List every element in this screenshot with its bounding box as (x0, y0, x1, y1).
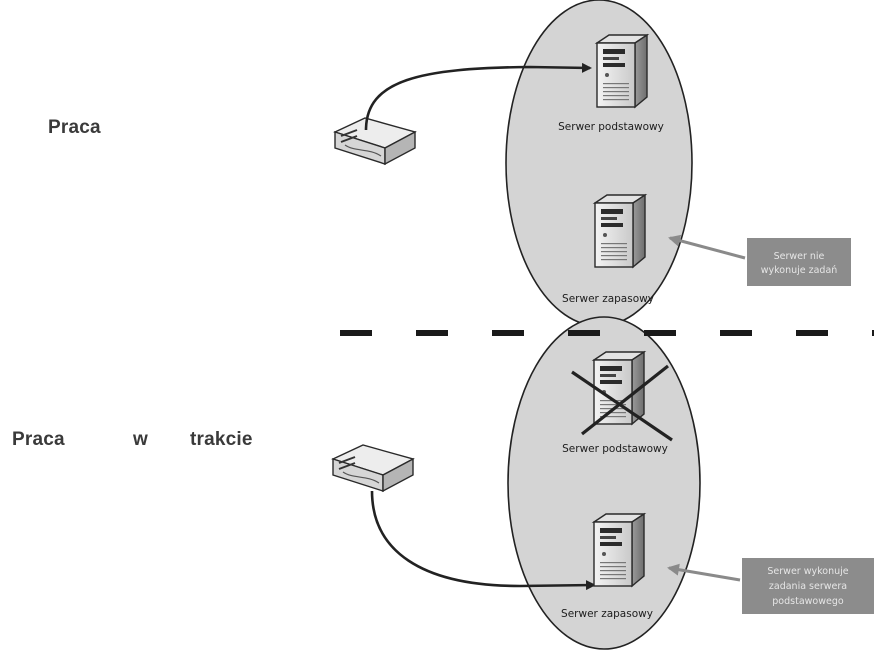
active-note-line1: Serwer wykonuje (767, 566, 848, 577)
idle-note-line1: Serwer nie (774, 251, 825, 262)
state-label-failover-word1: Praca (12, 429, 65, 450)
idle-note-box (747, 238, 851, 286)
active-note-box (742, 558, 874, 614)
network-switch-icon (334, 117, 416, 165)
idle-note-pointer (668, 234, 746, 260)
failed-primary-server-label: Serwer podstawowy (562, 443, 668, 455)
backup-server-label: Serwer zapasowy (562, 293, 654, 305)
state-label-failover-word2: w (133, 429, 148, 450)
traffic-arrow-normal (364, 62, 592, 131)
failure-cross-icon (581, 364, 669, 436)
idle-note-line2: wykonuje zadań (761, 265, 838, 276)
state-label-failover-word3: trakcie (190, 429, 253, 450)
failed-primary-server-icon (593, 351, 645, 425)
active-backup-server-label: Serwer zapasowy (561, 608, 653, 620)
active-backup-server-icon (593, 513, 645, 587)
backup-server-icon (594, 194, 646, 268)
state-label-normal: Praca (48, 117, 101, 138)
primary-server-icon (596, 34, 648, 108)
cluster-failover (507, 316, 701, 650)
active-note-line2: zadania serwera (769, 581, 847, 592)
primary-server-label: Serwer podstawowy (558, 121, 664, 133)
active-note-pointer (667, 563, 741, 582)
traffic-arrow-failover (370, 490, 596, 591)
network-switch-icon (332, 444, 414, 492)
active-note-line3: podstawowego (772, 596, 844, 607)
failure-cross-icon (571, 370, 673, 442)
